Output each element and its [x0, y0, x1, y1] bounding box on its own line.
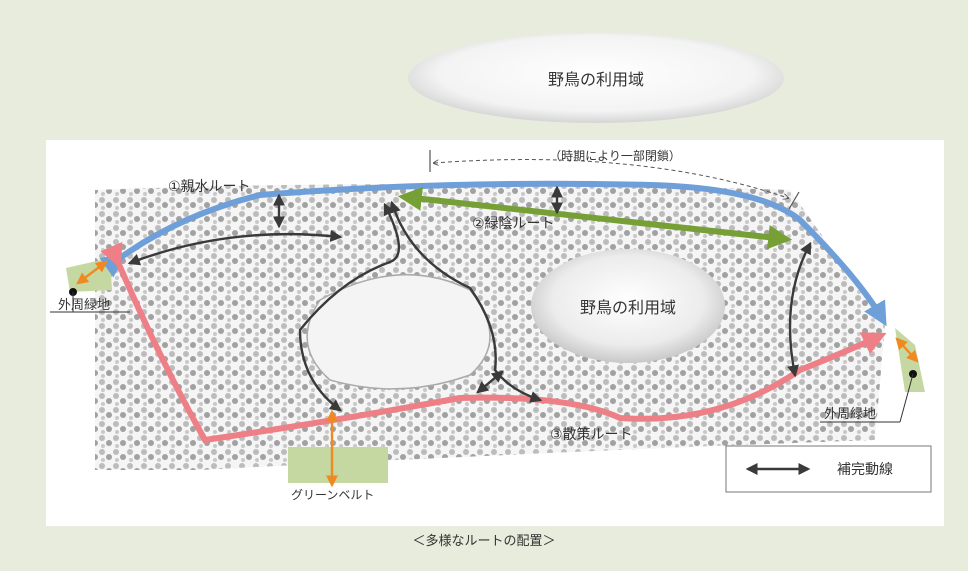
closure-note: （時期により一部閉鎖）: [549, 148, 681, 163]
outer-green-left-label: 外周緑地: [58, 298, 110, 313]
outer-green-right-label: 外周緑地: [824, 407, 876, 422]
top-bird-zone: [408, 33, 784, 123]
closure-dashed-arrow: [434, 159, 788, 198]
connector-6: [476, 370, 504, 394]
connector-2: [127, 229, 343, 266]
inner-bird-zone-label: 野鳥の利用域: [580, 298, 676, 317]
top-bird-zone-label: 野鳥の利用域: [548, 70, 644, 89]
route3-label: ③散策ルート: [550, 426, 633, 443]
green-belt-label: グリーンベルト: [291, 488, 374, 502]
green-belt-area: [288, 447, 388, 483]
route1-label: ①親水ルート: [168, 179, 251, 195]
connector-lines: [127, 185, 812, 412]
legend-label: 補完動線: [837, 462, 893, 478]
central-pond: [306, 273, 491, 390]
orange-right: [895, 337, 919, 363]
connector-7: [787, 241, 812, 378]
outer-green-right-leader: [899, 373, 914, 423]
orange-left: [76, 260, 108, 285]
orange-connectors: [76, 260, 919, 488]
connector-4: [389, 200, 543, 403]
route2-label: ②緑陰ルート: [472, 216, 555, 232]
figure-caption: ＜多様なルートの配置＞: [412, 534, 556, 549]
route1-path: [99, 180, 887, 327]
